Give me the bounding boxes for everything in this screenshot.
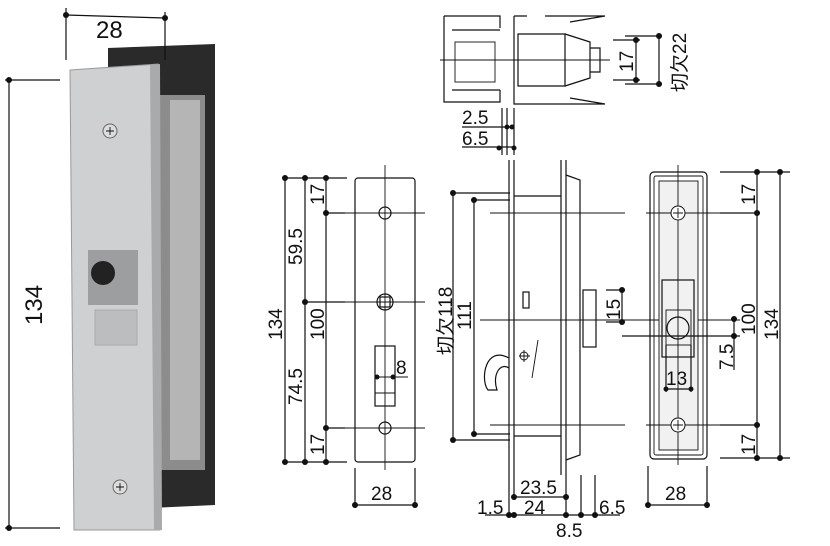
front-bottom-17: 17 xyxy=(308,434,329,455)
side-cutout-118: 切欠118 xyxy=(435,287,457,355)
back-dim-7-5: 7.5 xyxy=(717,344,738,370)
back-top-17: 17 xyxy=(739,184,760,205)
side-dim-15: 15 xyxy=(604,299,625,320)
screw-icon xyxy=(670,417,686,433)
side-dim-24: 24 xyxy=(524,498,546,519)
back-dim-13: 13 xyxy=(666,369,687,390)
side-dim-6-5: 6.5 xyxy=(599,498,625,519)
screw-icon xyxy=(112,479,128,495)
back-total-134: 134 xyxy=(762,308,783,340)
back-dim-100: 100 xyxy=(739,303,760,335)
side-view: 切欠118 111 15 23.5 1.5 24 8.5 6.5 xyxy=(435,160,740,542)
front-top-17: 17 xyxy=(308,184,329,205)
side-dim-8-5: 8.5 xyxy=(556,521,582,542)
top-dim-17: 17 xyxy=(617,51,638,72)
front-dim-74-5: 74.5 xyxy=(286,368,307,405)
front-width-28: 28 xyxy=(371,484,392,505)
back-width-28: 28 xyxy=(665,484,686,505)
front-total-134: 134 xyxy=(266,308,287,340)
front-dim-59-5: 59.5 xyxy=(286,228,307,265)
front-slot-8: 8 xyxy=(396,358,407,379)
top-cutout-22: 切欠22 xyxy=(669,33,691,92)
side-dim-1-5: 1.5 xyxy=(477,498,503,519)
side-dim-111: 111 xyxy=(455,301,476,330)
product-photo: 28 134 xyxy=(5,8,215,531)
photo-height-label: 134 xyxy=(21,285,48,325)
front-dim-100: 100 xyxy=(308,308,329,340)
back-view: 17 100 134 7.5 17 13 28 xyxy=(622,165,790,508)
screw-icon xyxy=(102,123,118,139)
top-dim-6-5: 6.5 xyxy=(462,129,488,150)
top-dim-2-5: 2.5 xyxy=(462,108,488,129)
front-view: 8 17 59.5 134 100 74.5 17 28 xyxy=(266,165,425,508)
side-dim-23-5: 23.5 xyxy=(520,478,557,499)
back-bottom-17: 17 xyxy=(739,434,760,455)
screw-icon xyxy=(670,205,686,221)
photo-width-label: 28 xyxy=(96,17,123,44)
top-view: 17 切欠22 2.5 6.5 xyxy=(440,15,691,155)
